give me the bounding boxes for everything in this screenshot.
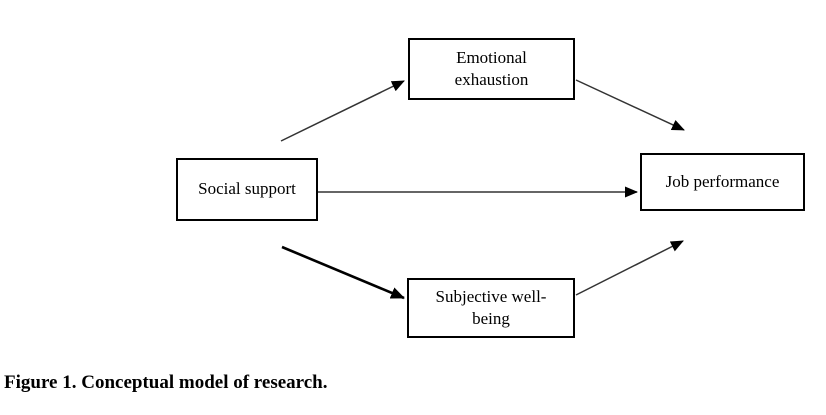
arrow-social-to-emotional [280, 80, 405, 142]
node-job-performance: Job performance [640, 153, 805, 211]
arrow-subjective-to-job [575, 240, 684, 296]
node-subjective-well-being: Subjective well- being [407, 278, 575, 338]
node-label-job-performance: Job performance [665, 171, 780, 191]
node-emotional-exhaustion: Emotional exhaustion [408, 38, 575, 100]
figure-caption: Figure 1. Conceptual model of research. [4, 372, 328, 393]
node-label-social-support: Social support [198, 179, 296, 199]
node-label-subjective-well-being: Subjective well- being [435, 286, 547, 328]
arrow-emotional-to-job [575, 79, 685, 131]
node-label-emotional-exhaustion: Emotional exhaustion [454, 47, 529, 89]
node-social-support: Social support [176, 158, 318, 221]
arrow-social-to-subjective [281, 245, 405, 300]
